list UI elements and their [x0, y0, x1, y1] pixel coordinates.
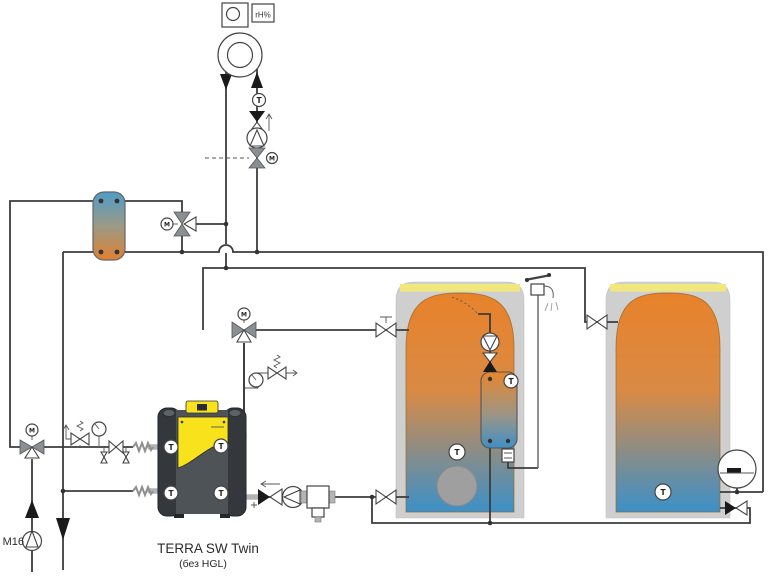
fwhx-port	[505, 438, 511, 444]
tank1-heater-flange	[436, 465, 478, 507]
temp-sensor: T	[251, 92, 267, 108]
hp-panel-screw	[180, 420, 184, 424]
freshwater-heat-exchanger	[480, 371, 518, 449]
flow-restrictor	[501, 448, 515, 463]
tank2-inlet-check-valve	[586, 313, 608, 331]
pressure-gauge-icon	[248, 372, 264, 388]
tank2-water-body	[615, 292, 721, 513]
fwhx-outlet-pipe	[507, 462, 538, 469]
temp-sensor: T	[213, 438, 229, 454]
valve-motor	[237, 307, 251, 321]
flow-arrow-up	[251, 72, 263, 88]
heating-circuit-symbol	[217, 32, 263, 78]
svg-text:T: T	[168, 443, 174, 452]
tank1-loading-shutoff-valve	[375, 316, 397, 339]
switching-fitting	[300, 485, 336, 523]
safety-valve-icon	[267, 365, 278, 381]
room-sensor-dial-icon	[225, 6, 241, 22]
tank2-top-strip	[610, 284, 726, 292]
svg-text:T: T	[218, 442, 224, 451]
humidity-sensor-box	[251, 3, 275, 23]
temperature-sensors: T T T T T T T T	[163, 92, 672, 501]
svg-text:M: M	[29, 427, 35, 434]
hx1-bottom-long-pipe	[63, 244, 764, 492]
brine-pump-label: M16	[3, 536, 24, 548]
heating-circuit-pump	[246, 127, 268, 149]
tap-spray-icon	[544, 301, 559, 312]
hx1-top-pipe	[9, 200, 183, 448]
brine-pump: M16	[3, 529, 43, 552]
hx1-port	[114, 249, 120, 255]
svg-text:T: T	[168, 489, 174, 498]
temp-sensor: T	[654, 483, 672, 501]
valve-motor	[265, 151, 279, 165]
drain-valve	[100, 447, 108, 464]
hp-foot	[174, 514, 184, 518]
fwhx-port	[487, 438, 493, 444]
hx1-body	[92, 191, 126, 261]
hx1-port	[98, 249, 104, 255]
safety-valve-icon	[70, 431, 81, 447]
humidity-sensor-label: rH%	[255, 11, 271, 20]
svg-text:T: T	[218, 489, 224, 498]
valve-motor	[160, 217, 174, 231]
flex-hose-top-icon	[132, 440, 154, 454]
svg-text:T: T	[660, 488, 666, 497]
fwhx-check-valve	[481, 352, 499, 372]
fwhx-loading-pump	[480, 332, 500, 352]
hp-panel-screw	[222, 420, 226, 424]
svg-text:T: T	[508, 377, 514, 386]
temp-sensor: T	[163, 485, 179, 501]
flow-arrow-down	[220, 74, 232, 90]
svg-text:M: M	[269, 155, 275, 162]
return-pump	[281, 485, 305, 509]
temp-sensor: T	[213, 485, 229, 501]
thermostatic-mixing-valve: M	[248, 147, 279, 169]
flex-hose-bottom-icon	[132, 484, 154, 498]
hx1-port	[114, 198, 120, 204]
ground-arrow-up	[25, 500, 39, 518]
return-check-valve	[251, 480, 283, 508]
room-control-unit: rH%	[221, 2, 275, 28]
tank1-internal-pipe	[451, 296, 479, 315]
temp-sensor: T	[163, 439, 179, 455]
tank1-return-shutoff-valve	[375, 488, 397, 506]
svg-text:T: T	[256, 96, 262, 105]
hp-hinge-right-icon	[228, 409, 242, 417]
temp-sensor: T	[448, 443, 466, 461]
cooling-mixing-valve: M	[160, 211, 197, 237]
passive-cooling-heat-exchanger	[92, 191, 126, 261]
svg-text:M: M	[164, 221, 170, 228]
tap	[524, 273, 559, 312]
fwhx-body	[480, 371, 518, 449]
pipe-junctions	[60, 221, 740, 526]
heat-pump-unit	[132, 343, 261, 518]
svg-text:M: M	[241, 311, 247, 318]
valve-motor	[25, 423, 39, 437]
tank1-top-strip	[400, 284, 520, 292]
safety-group-heating	[248, 354, 298, 388]
brine-shutoff-valve	[108, 439, 124, 455]
expansion-vessel	[717, 449, 757, 489]
hp-badge-logo-icon	[197, 404, 207, 411]
svg-text:T: T	[454, 448, 460, 457]
fwhx-port	[487, 376, 493, 382]
hp-foot	[220, 514, 230, 518]
brine-mixing-valve: M	[19, 423, 45, 459]
scheme-subtitle: (без HGL)	[179, 558, 227, 570]
ground-arrow-down	[56, 518, 70, 540]
hp-hinge-left-icon	[162, 409, 176, 417]
dhw-diverter-valve: M	[231, 307, 257, 343]
temp-sensor: T	[503, 373, 519, 389]
hx1-port	[98, 198, 104, 204]
storage-tank-2	[605, 281, 731, 519]
tank2-bottom-check-valve	[725, 499, 748, 517]
safety-group-brine	[62, 420, 107, 447]
drain-valve	[122, 447, 130, 464]
scheme-title: TERRA SW Twin	[157, 541, 259, 556]
